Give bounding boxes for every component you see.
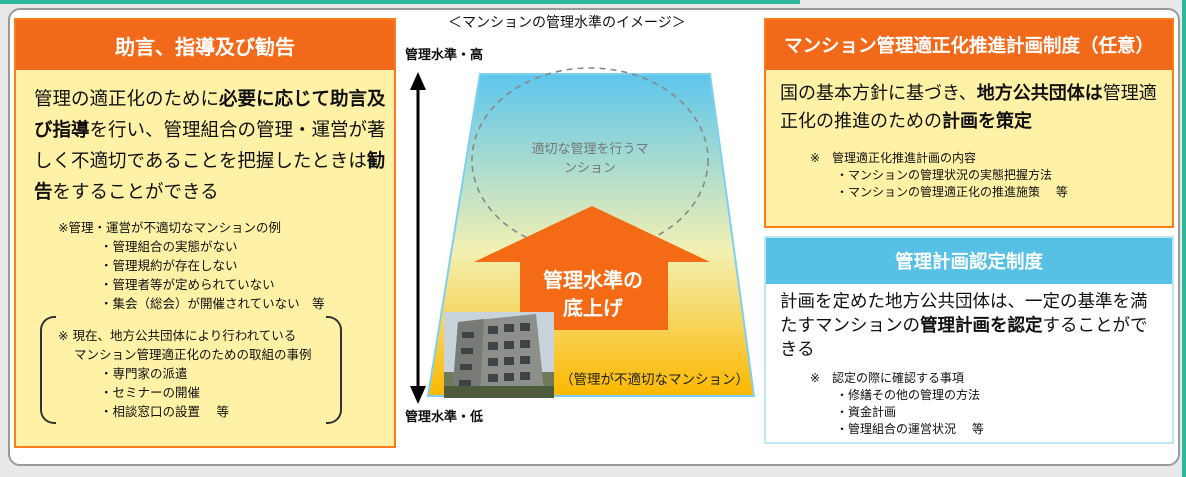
emphasis-text: 管理計画を認定 bbox=[920, 316, 1043, 336]
inappropriate-examples: ※管理・運営が不適切なマンションの例 ・管理組合の実態がない ・管理規約が存在し… bbox=[58, 218, 325, 313]
emphasis-text: 計画を策定 bbox=[942, 111, 1032, 132]
case-item: ・相談窓口の設置 等 bbox=[100, 404, 229, 419]
plan-note-item: ・マンションの管理適正化の推進施策 等 bbox=[836, 185, 1068, 199]
cert-note-item: ・資金計画 bbox=[836, 405, 897, 419]
body-text: をすることができる bbox=[52, 182, 219, 203]
level-high-label: 管理水準・高 bbox=[405, 48, 484, 63]
axis-arrow-up bbox=[410, 72, 426, 90]
raise-level-label: 管理水準の 底上げ bbox=[528, 266, 658, 322]
apartment-building-photo bbox=[444, 312, 554, 398]
cert-note-item: ・修繕その他の管理の方法 bbox=[836, 388, 981, 402]
left-bracket bbox=[40, 316, 56, 424]
promotion-plan-title: マンション管理適正化推進計画制度（任意） bbox=[766, 20, 1172, 70]
advice-panel-title: 助言、指導及び勧告 bbox=[16, 20, 394, 70]
well-managed-label: 適切な管理を行うマンション bbox=[531, 142, 649, 176]
promotion-plan-notes: ※ 管理適正化推進計画の内容 ・マンションの管理状況の実態把握方法 ・マンション… bbox=[810, 150, 1068, 201]
body-text: 管理適正化の推進のための bbox=[780, 83, 1157, 132]
body-text: を行い、管理組合の管理・運営が著しく不適切であることを把握したときは bbox=[34, 120, 386, 172]
top-accent-bar bbox=[0, 0, 800, 4]
example-item: ・管理規約が存在しない bbox=[100, 258, 238, 273]
emphasis-text: 勧告 bbox=[34, 151, 386, 203]
case-item: ・専門家の派遣 bbox=[100, 366, 188, 381]
body-text: することができる bbox=[780, 316, 1148, 360]
body-text: 計画を定めた地方公共団体は、一定の基準を満たすマンションの bbox=[780, 292, 1148, 336]
certification-panel: 管理計画認定制度 bbox=[764, 236, 1174, 444]
raise-label-line-1: 管理水準の bbox=[543, 268, 643, 292]
advice-main-text: 管理の適正化のために必要に応じて助言及び指導を行い、管理組合の管理・運営が著しく… bbox=[34, 84, 386, 208]
body-text: 国の基本方針に基づき、 bbox=[780, 83, 977, 104]
certification-notes: ※ 認定の際に確認する事項 ・修繕その他の管理の方法 ・資金計画 ・管理組合の運… bbox=[810, 370, 984, 438]
initiative-cases: ※ 現在、地方公共団体により行われている マンション管理適正化のための取組の事例… bbox=[58, 326, 312, 421]
emphasis-text: 必要に応じて助言及び指導 bbox=[34, 89, 386, 141]
plan-note-item: ・マンションの管理状況の実態把握方法 bbox=[836, 168, 1053, 182]
certification-title: 管理計画認定制度 bbox=[766, 238, 1172, 284]
certification-main-text: 計画を定めた地方公共団体は、一定の基準を満たすマンションの管理計画を認定すること… bbox=[780, 290, 1164, 362]
diagram-caption: ＜マンションの管理水準のイメージ＞ bbox=[448, 15, 686, 31]
examples-heading: ※管理・運営が不適切なマンションの例 bbox=[58, 220, 281, 235]
example-item: ・管理者等が定められていない bbox=[100, 277, 275, 292]
right-accent-bar bbox=[1182, 0, 1186, 477]
body-text: 管理の適正化のために bbox=[34, 89, 220, 110]
raise-label-line-2: 底上げ bbox=[563, 296, 623, 320]
plan-notes-heading: ※ 管理適正化推進計画の内容 bbox=[810, 151, 977, 165]
case-item: ・セミナーの開催 bbox=[100, 385, 201, 400]
example-item: ・集会（総会）が開催されていない 等 bbox=[100, 296, 325, 311]
level-low-label: 管理水準・低 bbox=[405, 410, 484, 425]
poorly-managed-label: （管理が不適切なマンション） bbox=[560, 372, 749, 388]
cases-heading-1: ※ 現在、地方公共団体により行われている bbox=[58, 328, 297, 343]
advice-guidance-panel: 助言、指導及び勧告 bbox=[14, 18, 396, 448]
cert-notes-heading: ※ 認定の際に確認する事項 bbox=[810, 371, 965, 385]
example-item: ・管理組合の実態がない bbox=[100, 239, 238, 254]
cert-note-item: ・管理組合の運営状況 等 bbox=[836, 422, 984, 436]
promotion-plan-main-text: 国の基本方針に基づき、地方公共団体は管理適正化の推進のための計画を策定 bbox=[780, 80, 1160, 136]
axis-arrow-down bbox=[410, 386, 426, 404]
raise-arrow bbox=[474, 206, 710, 330]
cases-heading-2: マンション管理適正化のための取組の事例 bbox=[74, 347, 312, 362]
promotion-plan-panel: マンション管理適正化推進計画制度（任意） bbox=[764, 18, 1174, 228]
emphasis-text: 地方公共団体は bbox=[976, 83, 1103, 104]
